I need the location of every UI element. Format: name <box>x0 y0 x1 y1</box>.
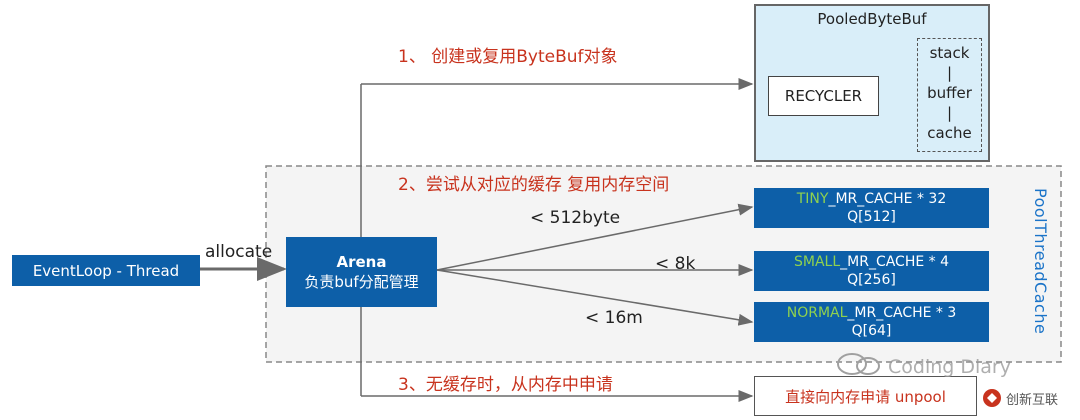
logo-mark-icon <box>983 389 1001 407</box>
unpool-label: 直接向内存申请 unpool <box>785 387 946 406</box>
normal-cache-box: NORMAL_MR_CACHE * 3 Q[64] <box>754 302 989 342</box>
tiny-cache-box: TINY_MR_CACHE * 32 Q[512] <box>754 188 989 228</box>
pool-thread-cache-label: PoolThreadCache <box>1031 188 1050 335</box>
recycler-box: RECYCLER <box>768 76 879 116</box>
normal-queue: Q[64] <box>851 323 892 339</box>
step-2-label: 2、尝试从对应的缓存 复用内存空间 <box>398 175 670 195</box>
cache-label: cache <box>927 124 972 142</box>
condition-small-label: < 8k <box>655 254 696 274</box>
allocate-label: allocate <box>205 242 273 262</box>
tiny-queue: Q[512] <box>847 209 896 225</box>
pooled-bytebuf-title: PooledByteBuf <box>817 10 927 28</box>
normal-prefix: NORMAL <box>786 305 848 321</box>
step-3-label: 3、无缓存时，从内存中申请 <box>398 375 613 395</box>
arrow-normal <box>436 269 754 326</box>
arrow-tiny <box>436 203 754 271</box>
condition-tiny-label: < 512byte <box>530 208 621 228</box>
watermark-icon <box>836 352 882 380</box>
step-1-label: 1、 创建或复用ByteBuf对象 <box>398 47 618 67</box>
small-queue: Q[256] <box>847 272 896 288</box>
small-cache-name: _MR_CACHE * 4 <box>840 254 950 270</box>
stack-label: stack <box>929 44 970 62</box>
recycler-stack-box: stack | buffer | cache <box>917 38 982 152</box>
arena-subtitle: 负责buf分配管理 <box>304 273 419 291</box>
condition-normal-label: < 16m <box>585 308 643 328</box>
tiny-prefix: TINY <box>796 191 829 207</box>
stack-separator-1: | <box>946 64 953 82</box>
unpool-box: 直接向内存申请 unpool <box>754 376 977 416</box>
arena-title: Arena <box>336 253 387 271</box>
eventloop-label: EventLoop - Thread <box>32 261 180 280</box>
buffer-label: buffer <box>927 84 972 102</box>
small-cache-box: SMALL_MR_CACHE * 4 Q[256] <box>754 251 989 291</box>
recycler-label: RECYCLER <box>784 87 863 105</box>
small-prefix: SMALL <box>793 254 841 270</box>
watermark-logo-text: 创新互联 <box>1006 392 1059 408</box>
arena-box: Arena 负责buf分配管理 <box>286 237 437 307</box>
watermark-text: Coding Diary <box>888 356 1011 378</box>
stack-separator-2: | <box>946 104 953 122</box>
tiny-cache-name: _MR_CACHE * 32 <box>828 191 947 207</box>
normal-cache-name: _MR_CACHE * 3 <box>847 305 957 321</box>
watermark-logo: 创新互联 <box>982 388 1058 408</box>
eventloop-thread-box: EventLoop - Thread <box>12 255 200 286</box>
